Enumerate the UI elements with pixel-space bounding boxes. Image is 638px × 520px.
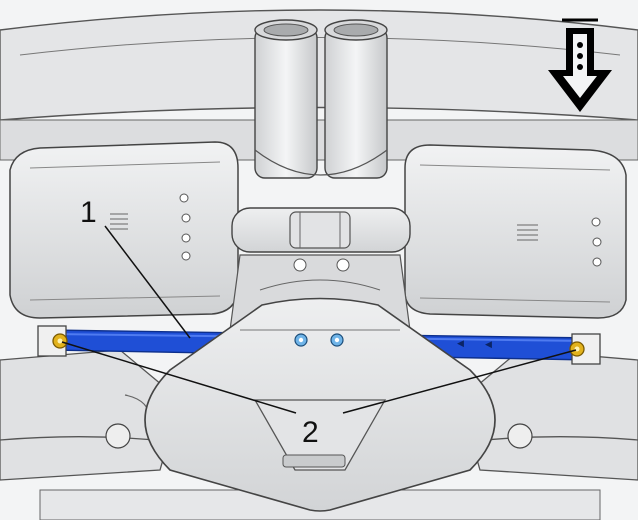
left-muffler	[9, 141, 239, 319]
blue-fasteners	[294, 333, 344, 347]
callout-1: 1	[80, 196, 97, 229]
callout-2: 2	[302, 416, 319, 449]
bolt-left	[52, 333, 68, 349]
svg-text:◀: ◀	[485, 339, 492, 349]
lower-chassis	[0, 349, 638, 520]
center-cross-member	[144, 297, 496, 512]
bolt-right	[569, 341, 585, 357]
leader-lines	[61, 225, 577, 414]
exhaust-tailpipes	[254, 19, 388, 179]
down-arrow-icon	[548, 18, 612, 112]
crossover-pipe	[231, 207, 411, 253]
svg-text:◀: ◀	[457, 338, 464, 348]
right-muffler	[404, 144, 627, 319]
